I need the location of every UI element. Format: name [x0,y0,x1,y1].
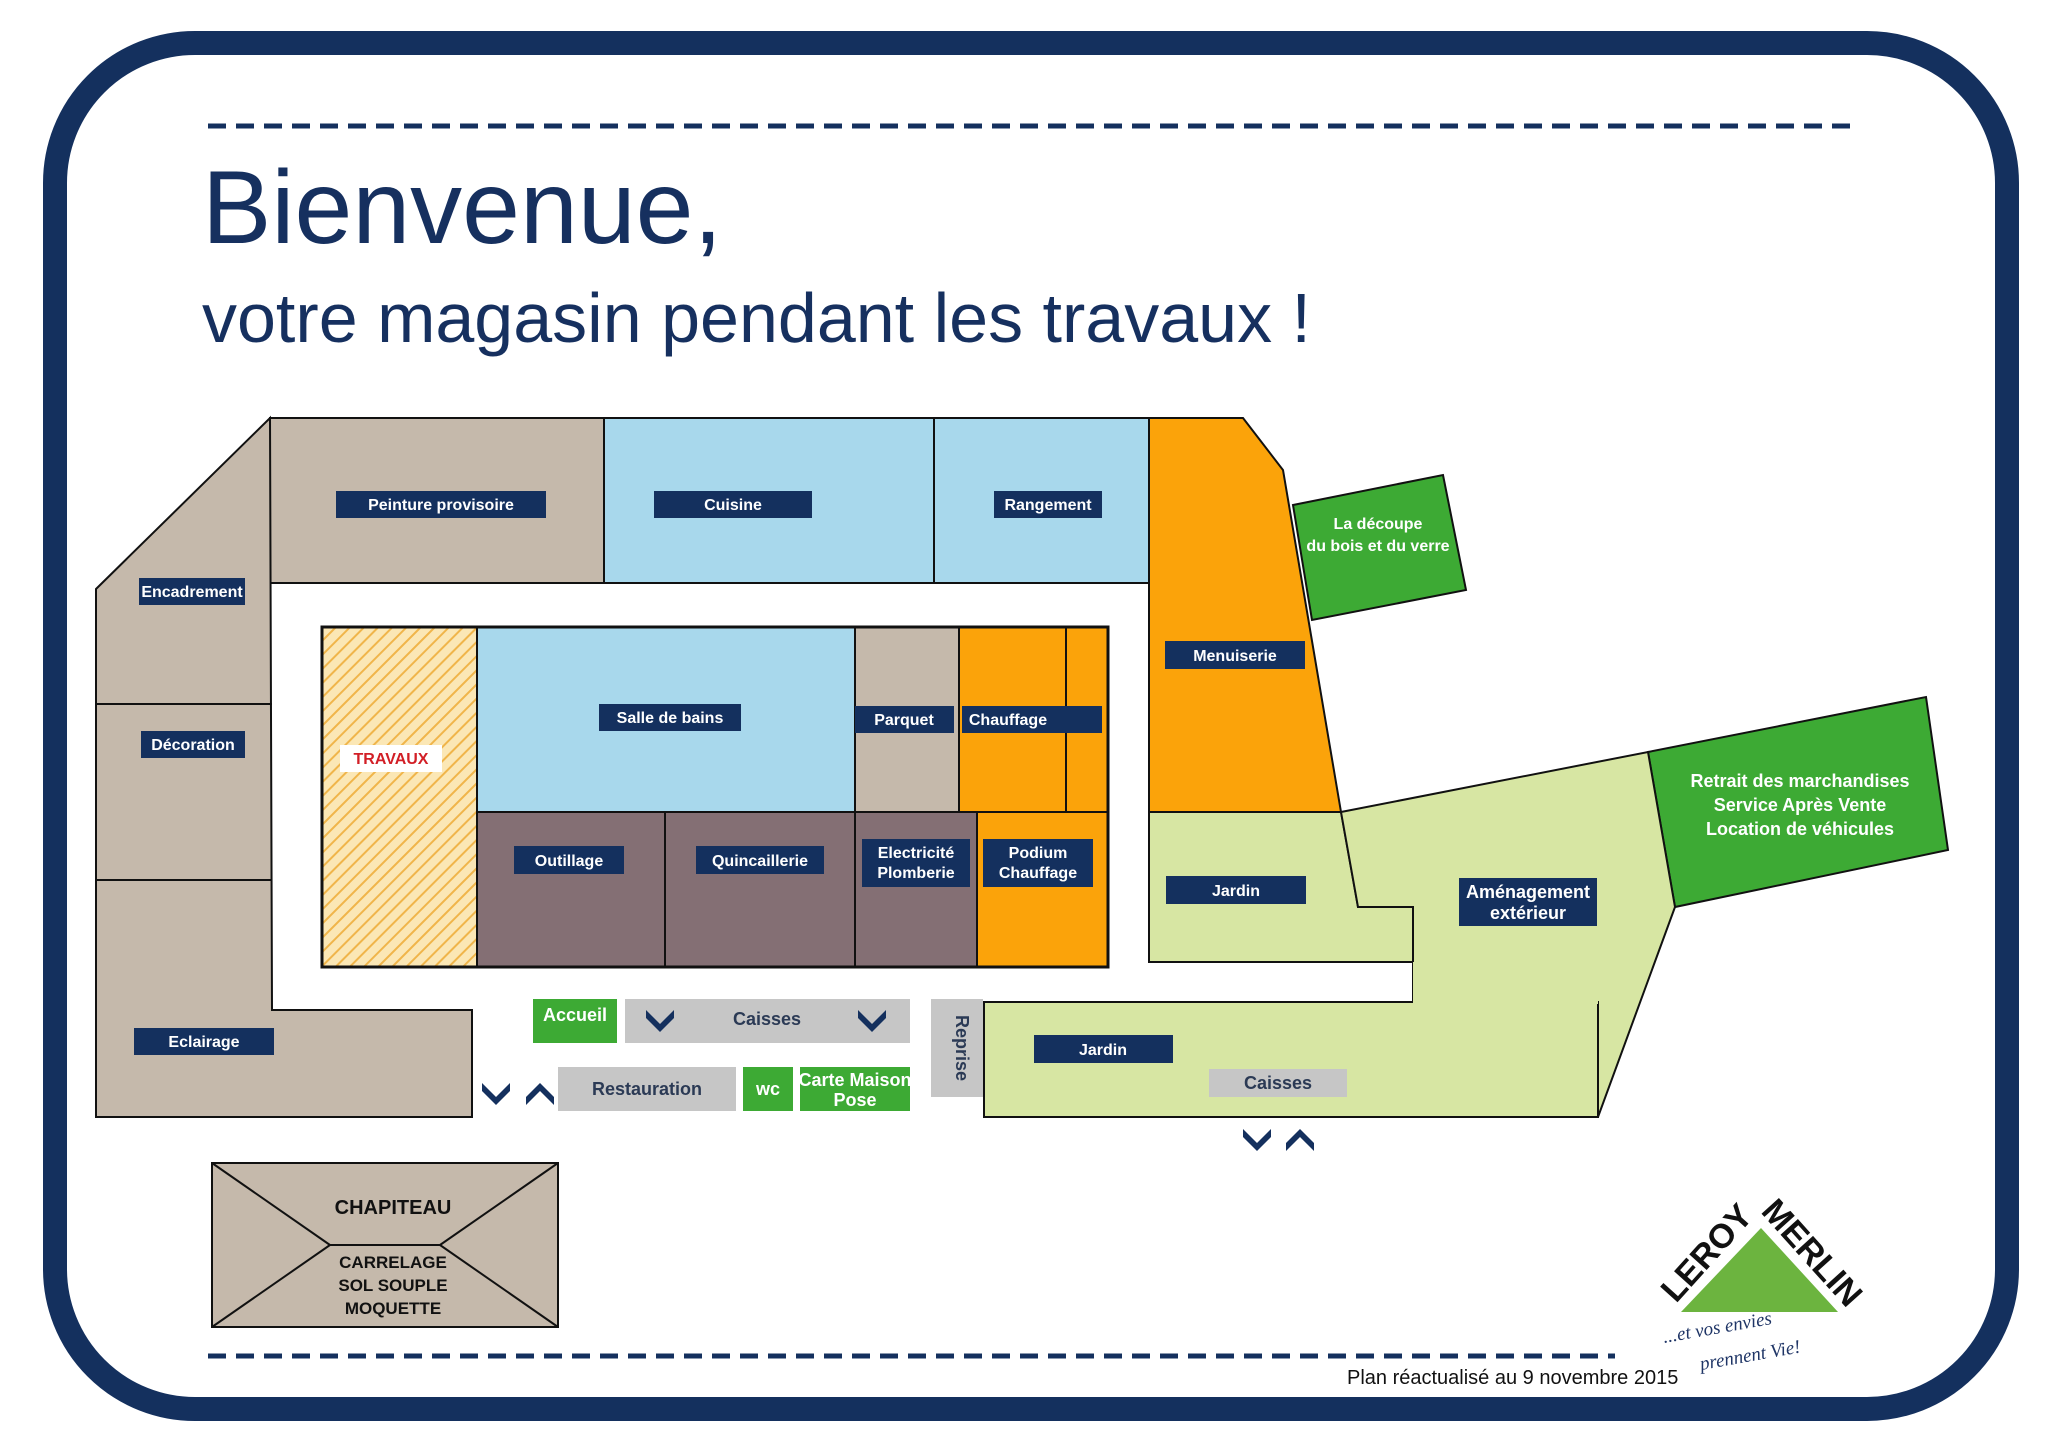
label-caisses-right: Caisses [1244,1073,1312,1093]
service-reprise [931,999,983,1097]
entrance-arrow-up-icon [526,1083,554,1105]
label-retrait-1: Retrait des marchandises [1690,771,1909,791]
label-box-cuisine [654,491,812,518]
label-travaux: TRAVAUX [354,751,429,768]
chapiteau-diagonal [211,1244,331,1328]
label-amenagement-1: Aménagement [1466,882,1590,902]
label-decoration: Décoration [151,737,235,754]
service-wc [743,1067,793,1111]
label-box-outillage [514,846,624,874]
zone-podium [976,811,1109,968]
label-box-travaux [340,745,442,772]
entrance-arrow-down-icon [482,1083,510,1105]
plan-update-note: Plan réactualisé au 9 novembre 2015 [1347,1367,1678,1389]
label-quincaillerie: Quincaillerie [712,853,808,870]
label-caisses: Caisses [733,1009,801,1029]
label-box-rangement [994,491,1102,518]
label-retrait-3: Location de véhicules [1706,819,1894,839]
label-box-eclairage [134,1028,274,1055]
service-carte-maison [800,1067,910,1111]
label-box-decoration [141,731,245,758]
entrance-arrow-up-icon [1286,1129,1314,1151]
logo-triangle [1681,1228,1838,1312]
entrance-arrow-down-icon [1243,1129,1271,1151]
label-menuiserie: Menuiserie [1193,648,1277,665]
chapiteau-line-1: CARRELAGE [339,1253,447,1272]
label-podium-1: Podium [1009,845,1068,862]
label-accueil: Accueil [543,1005,607,1025]
chevron-down-icon [646,1010,674,1032]
chapiteau-line-3: MOQUETTE [345,1299,441,1318]
label-retrait-2: Service Après Vente [1714,795,1886,815]
label-electricite-1: Electricité [878,845,955,862]
label-box-peinture [336,491,546,518]
label-box-electricite [862,839,970,887]
label-box-encadrement [139,578,245,605]
label-cuisine: Cuisine [704,497,762,514]
label-outillage: Outillage [535,853,604,870]
label-box-amenagement [1459,878,1597,926]
label-jardin-bottom: Jardin [1079,1042,1127,1059]
label-box-podium [983,839,1093,887]
label-parquet: Parquet [874,712,934,729]
label-box-jardin-top [1166,876,1306,904]
label-box-salle-de-bains [599,704,741,731]
label-encadrement: Encadrement [141,584,243,601]
chapiteau-diagonal [439,1162,559,1246]
label-box-quincaillerie [696,846,824,874]
chapiteau-diagonal [211,1162,331,1246]
label-restauration: Restauration [592,1079,702,1099]
zone-electricite [854,811,978,968]
label-box-caisses-right [1209,1069,1347,1097]
chevron-down-icon [858,1010,886,1032]
zone-menuiserie [1148,417,1343,813]
central-block-outline [320,625,1110,969]
label-reprise: Reprise [952,1015,972,1081]
chapiteau-line-2: SOL SOUPLE [338,1276,447,1295]
page-subtitle: votre magasin pendant les travaux ! [202,279,1311,357]
page-title: Bienvenue, [202,150,722,266]
label-electricite-2: Plomberie [877,865,954,882]
label-amenagement-2: extérieur [1490,903,1566,923]
chapiteau-tent [211,1162,559,1328]
chapiteau-title: CHAPITEAU [335,1197,452,1219]
label-peinture: Peinture provisoire [368,497,514,514]
label-podium-2: Chauffage [999,865,1077,882]
zone-travaux [321,626,478,968]
label-wc: wc [755,1079,780,1099]
label-eclairage: Eclairage [168,1034,239,1051]
label-decoupe-2: du bois et du verre [1306,538,1449,555]
label-rangement: Rangement [1004,497,1092,514]
zone-outillage [476,811,666,968]
label-salle-de-bains: Salle de bains [617,710,724,727]
label-decoupe-1: La découpe [1334,516,1423,533]
service-restauration [558,1067,736,1111]
label-jardin-top: Jardin [1212,883,1260,900]
label-carte-1: Carte Maison [798,1070,911,1090]
label-box-menuiserie [1165,641,1305,669]
label-box-jardin-bottom [1034,1035,1173,1063]
label-box-chauffage [962,706,1102,733]
chapiteau-diagonal [439,1244,559,1328]
service-accueil [533,999,617,1043]
label-carte-2: Pose [833,1090,876,1110]
zone-decoupe [1291,473,1468,622]
zone-quincaillerie [664,811,856,968]
amenagement-bottom-fill [1413,962,1598,1004]
label-chauffage: Chauffage [969,712,1047,729]
label-box-parquet [855,706,954,733]
